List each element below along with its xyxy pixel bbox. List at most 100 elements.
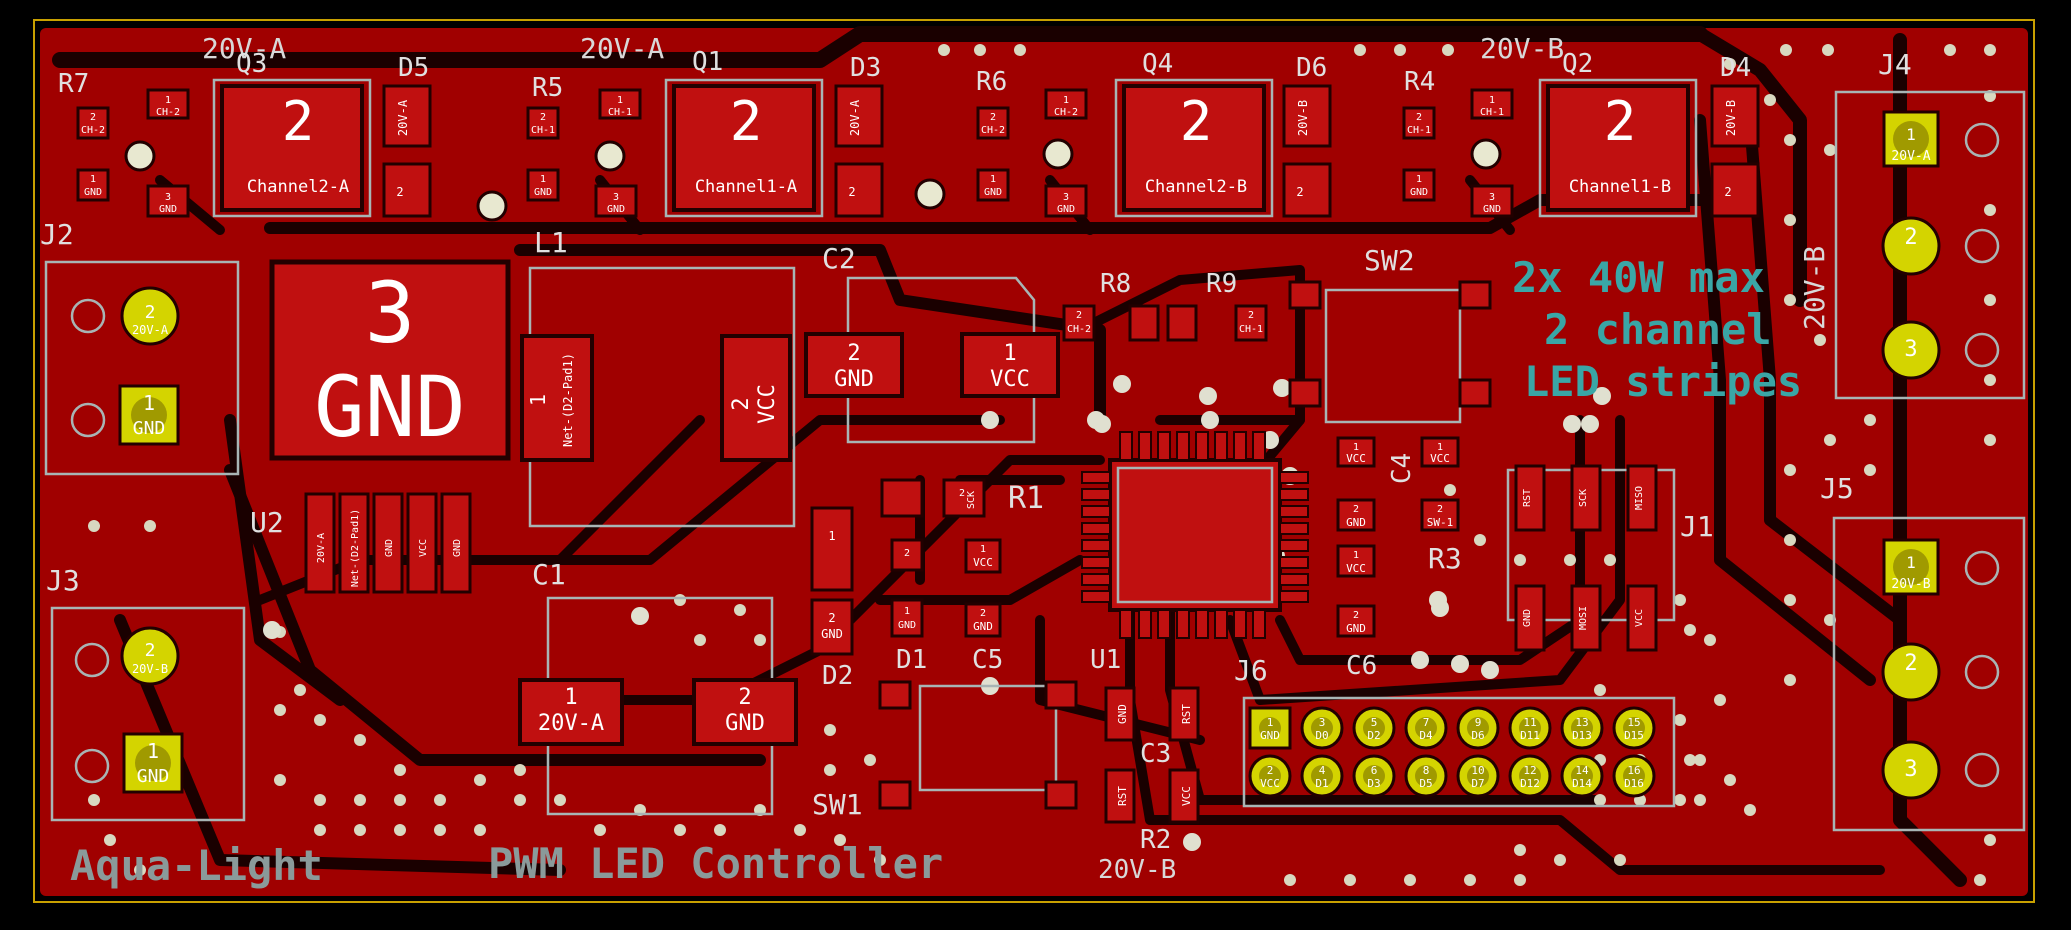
mosfet-tab[interactable] [672,84,816,212]
header-pin[interactable]: 9D6 [1456,706,1500,750]
header-pin-net: D4 [1419,729,1433,742]
channel-row: 20V-A 20V-A 20V-B R7 Q3 D5 R5 Q1 D3 R6 Q… [58,32,1760,222]
through-hole-pad [914,178,946,210]
header-pin[interactable]: 5D2 [1352,706,1396,750]
svg-text:SCK: SCK [966,491,977,509]
mosfet-outline [664,78,824,218]
svg-text:20V-B: 20V-B [1724,100,1738,136]
svg-text:2: 2 [959,488,965,499]
svg-text:VCC: VCC [973,556,993,569]
header-pin-net: D16 [1624,777,1644,790]
svg-text:SW1: SW1 [812,788,863,821]
mosfet-tab[interactable] [220,84,364,212]
header-pin-net: VCC [1260,777,1280,790]
rail-label: 20V-B [1798,246,1831,330]
svg-text:MOSI: MOSI [1578,606,1589,630]
brand-label: Aqua-Light [70,841,323,890]
capacitor-c2: C2 2 GND 1 VCC 2 VCC [720,242,1060,462]
ref-d3: D3 [850,53,881,83]
svg-text:GND: GND [159,204,177,215]
header-pin-number: 13 [1575,716,1588,729]
header-pin-number: 12 [1523,764,1536,777]
svg-text:1: 1 [904,606,910,617]
svg-text:RST: RST [1116,786,1129,806]
svg-text:2: 2 [1416,112,1422,123]
ref-d1: D1 [896,645,927,675]
mosfet-pad-number: 2 [1180,90,1213,153]
svg-text:1: 1 [1906,125,1916,144]
header-pin-net: D14 [1572,777,1592,790]
header-pin-number: 11 [1523,716,1536,729]
svg-text:GND: GND [984,187,1002,198]
mosfet-tab[interactable] [1122,84,1266,212]
svg-text:CH-1: CH-1 [1239,324,1263,335]
header-pin[interactable]: 8D5 [1404,754,1448,798]
mosfet-pad-number: 2 [282,90,315,153]
header-pin[interactable]: 6D3 [1352,754,1396,798]
svg-text:1: 1 [990,174,996,185]
mosfet-pad-number: 2 [1604,90,1637,153]
connector-j5: J5 1 20V-B 2 3 [1820,472,2026,832]
ref-q3: Q3 [236,49,267,79]
svg-text:GND: GND [1483,204,1501,215]
through-hole-pad [1470,138,1502,170]
svg-text:GND: GND [1410,187,1428,198]
mosfet-net: Channel1-A [695,177,797,197]
svg-text:GND: GND [452,539,463,557]
svg-text:GND: GND [84,187,102,198]
svg-text:GND: GND [1057,204,1075,215]
svg-text:1: 1 [1353,442,1359,453]
svg-text:GND: GND [384,539,395,557]
rail-label: 20V-B [1480,32,1564,65]
svg-text:GND: GND [314,358,466,456]
svg-text:1: 1 [1489,95,1495,106]
svg-text:2x 40W max: 2x 40W max [1512,253,1765,302]
mosfet-outline [1114,78,1274,218]
svg-text:CH-2: CH-2 [81,125,105,136]
header-pin[interactable]: 7D4 [1404,706,1448,750]
svg-text:2: 2 [1437,504,1443,515]
header-pin-number: 9 [1475,716,1482,729]
svg-text:2: 2 [1296,185,1303,199]
svg-text:L1: L1 [534,226,568,259]
svg-text:2: 2 [1076,310,1082,321]
svg-text:LED stripes: LED stripes [1524,357,1802,406]
svg-text:J6: J6 [1234,654,1268,687]
ref-u1: U1 [1090,645,1121,675]
svg-text:3: 3 [365,264,416,362]
svg-text:2: 2 [729,397,754,410]
svg-text:J2: J2 [40,218,74,251]
ref-d2: D2 [822,661,853,691]
svg-text:20V-B: 20V-B [1296,100,1310,136]
mosfet-tab[interactable] [1546,84,1690,212]
ref-c6: C6 [1346,651,1377,681]
header-pin[interactable]: 3D0 [1300,706,1344,750]
header-pin-number: 4 [1319,764,1326,777]
header-pin[interactable]: 4D1 [1300,754,1344,798]
svg-text:20V-B: 20V-B [1891,577,1930,592]
header-pin-number: 1 [1267,716,1274,729]
svg-text:2: 2 [540,112,546,123]
svg-text:CH-1: CH-1 [1480,107,1504,118]
resistors-r8-r9: R8 R9 2 CH-2 2 CH-1 [1062,269,1268,342]
svg-text:1: 1 [165,95,171,106]
svg-text:R9: R9 [1206,269,1237,299]
svg-text:20V-A: 20V-A [316,533,327,563]
svg-text:GND: GND [898,620,916,631]
ref-r4: R4 [1404,67,1435,97]
svg-text:3: 3 [1063,192,1069,203]
svg-text:C1: C1 [532,558,566,591]
svg-text:J4: J4 [1878,48,1912,81]
board-title: PWM LED Controller [488,839,943,888]
header-pin-net: D11 [1520,729,1540,742]
header-pin-net: GND [1260,729,1280,742]
